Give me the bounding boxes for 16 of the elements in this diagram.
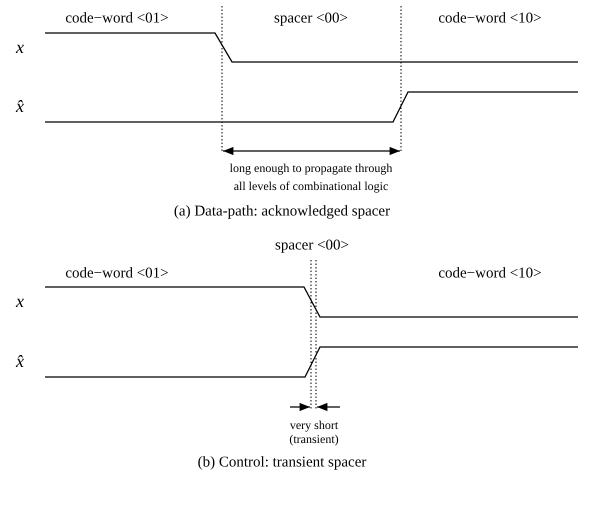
signal-state-label: spacer <00>: [275, 238, 349, 254]
signal-state-label: code−word <01>: [65, 266, 169, 282]
signal-state-label: spacer <00>: [274, 12, 348, 26]
signal-name: x: [16, 38, 24, 56]
caption: (a) Data-path: acknowledged spacer: [174, 204, 390, 220]
signal-name: x̂: [16, 352, 24, 370]
signal-state-label: code−word <10>: [438, 266, 542, 282]
annotation-text: (transient): [289, 433, 339, 445]
signal-name: x: [16, 292, 24, 310]
signal-state-label: code−word <01>: [65, 12, 169, 26]
caption: (b) Control: transient spacer: [198, 456, 366, 470]
annotation-text: long enough to propagate through: [230, 162, 392, 174]
annotation-text: very short: [290, 419, 338, 431]
signal-state-label: code−word <10>: [438, 12, 542, 26]
annotation-text: all levels of combinational logic: [234, 180, 388, 192]
signal-name: x̂: [16, 97, 24, 115]
